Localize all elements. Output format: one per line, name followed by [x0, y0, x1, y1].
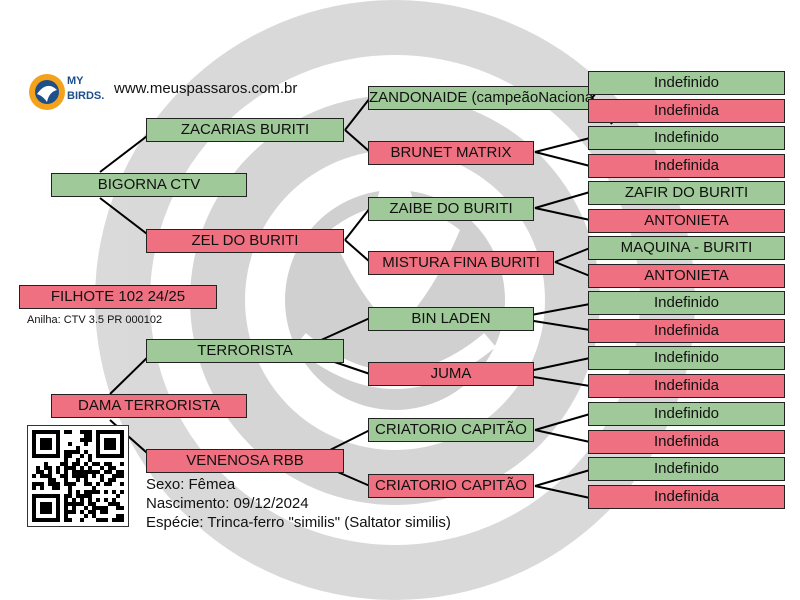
- ggg-parent-11: Indefinido: [588, 346, 785, 370]
- grandparent-ff: ZACARIAS BURITI: [146, 118, 344, 142]
- ggg-parent-4: Indefinida: [588, 154, 785, 178]
- ggp-mmf: CRIATORIO CAPITÃO: [368, 418, 534, 442]
- ggg-parent-6: ANTONIETA: [588, 209, 785, 233]
- bird-logo-icon: [29, 74, 65, 110]
- ggg-parent-13: Indefinido: [588, 402, 785, 426]
- ggg-parent-16: Indefinida: [588, 485, 785, 509]
- ggg-parent-14: Indefinida: [588, 430, 785, 454]
- ggp-mff: BIN LADEN: [368, 307, 534, 331]
- ggp-fmf: ZAIBE DO BURITI: [368, 197, 534, 221]
- subject-name: FILHOTE 102 24/25: [19, 285, 217, 309]
- subject-sex: Sexo: Fêmea: [146, 476, 236, 493]
- father-box: BIGORNA CTV: [51, 173, 247, 197]
- ggg-parent-8: ANTONIETA: [588, 264, 785, 288]
- brand-line2: BIRDS.: [67, 90, 105, 102]
- mybirds-logo: MY BIRDS.: [27, 72, 107, 112]
- ggp-mfm: JUMA: [368, 362, 534, 386]
- grandparent-mm: VENENOSA RBB: [146, 449, 344, 473]
- ggg-parent-5: ZAFIR DO BURITI: [588, 181, 785, 205]
- ggg-parent-15: Indefinido: [588, 457, 785, 481]
- ggg-parent-7: MAQUINA - BURITI: [588, 236, 785, 260]
- ggg-parent-3: Indefinido: [588, 126, 785, 150]
- ggg-parent-1: Indefinido: [588, 71, 785, 95]
- qr-code-icon: [28, 426, 128, 526]
- mother-box: DAMA TERRORISTA: [51, 394, 247, 418]
- ggg-parent-10: Indefinida: [588, 319, 785, 343]
- subject-ring: Anilha: CTV 3.5 PR 000102: [27, 314, 163, 326]
- grandparent-mf: TERRORISTA: [146, 339, 344, 363]
- brand-line1: MY: [67, 75, 84, 87]
- ggg-parent-9: Indefinido: [588, 291, 785, 315]
- subject-species: Espécie: Trinca-ferro "similis" (Saltato…: [146, 514, 451, 531]
- ggp-fmm: MISTURA FINA BURITI: [368, 251, 554, 275]
- ggg-parent-12: Indefinida: [588, 374, 785, 398]
- ggg-parent-2: Indefinida: [588, 99, 785, 123]
- grandparent-fm: ZEL DO BURITI: [146, 229, 344, 253]
- ggp-ffm: BRUNET MATRIX: [368, 141, 534, 165]
- website-url: www.meuspassaros.com.br: [114, 80, 298, 97]
- subject-birth: Nascimento: 09/12/2024: [146, 495, 309, 512]
- ggp-mmm: CRIATORIO CAPITÃO: [368, 474, 534, 498]
- ggp-fff: ZANDONAIDE (campeãoNacional): [368, 86, 592, 110]
- qr-code: [27, 425, 129, 527]
